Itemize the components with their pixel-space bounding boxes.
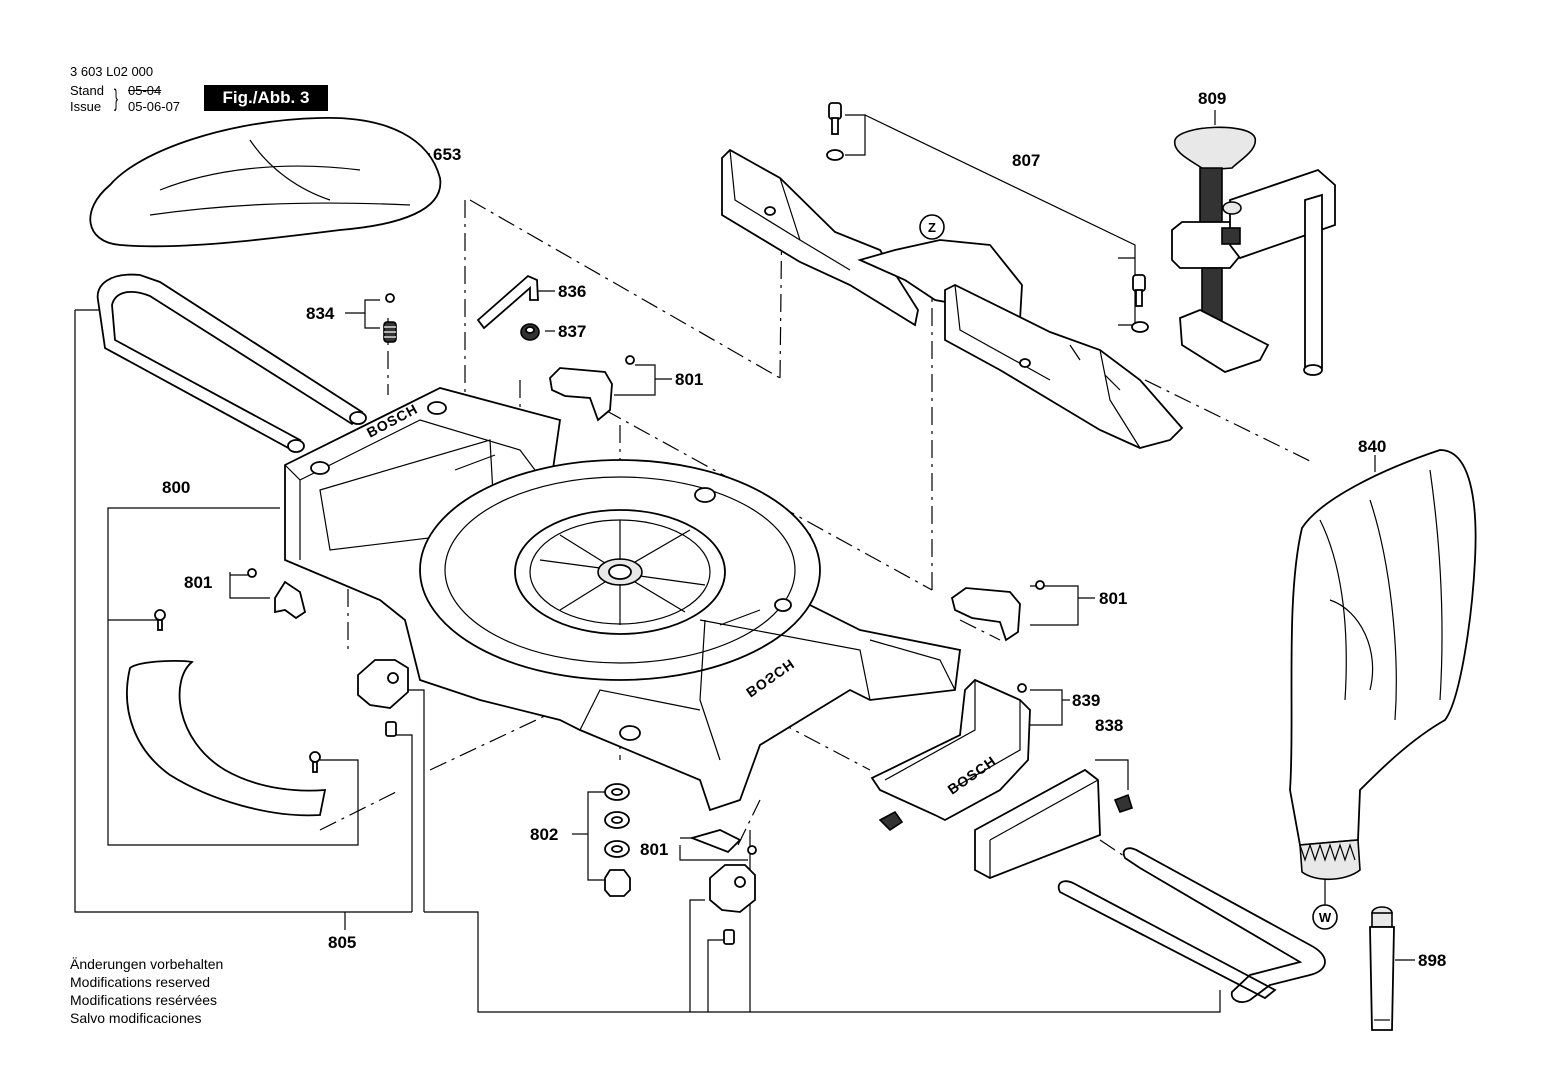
- document-number: 3 603 L02 000: [70, 64, 154, 79]
- part-840-dust-bag: [1289, 449, 1477, 881]
- note-en: Modifications reserved: [70, 974, 211, 990]
- part-800-guard-arc: [126, 609, 327, 817]
- part-653-cover: [89, 117, 442, 248]
- part-839-extension: [870, 678, 1031, 832]
- part-838-stop: [974, 768, 1133, 879]
- part-836-hex-key: [476, 274, 539, 330]
- label-839: 839: [1072, 691, 1100, 710]
- callout-z: Z: [919, 214, 945, 240]
- label-805: 805: [328, 933, 356, 952]
- label-840: 840: [1358, 437, 1386, 456]
- part-labels: 653 834 836 837 801 807 809 800 801 840 …: [162, 89, 1446, 970]
- part-801-clip-left: [247, 568, 307, 620]
- callout-w: W: [1312, 904, 1338, 930]
- part-801-clip-lower: [689, 829, 757, 855]
- part-802-washers-nut: [604, 783, 631, 897]
- label-898: 898: [1418, 951, 1446, 970]
- issue-label: Issue: [70, 99, 102, 114]
- note-fr: Modifications resérvées: [70, 992, 218, 1008]
- part-801-bracket-top: [549, 355, 635, 422]
- part-834-pin-spring: [383, 293, 397, 343]
- label-838: 838: [1095, 716, 1123, 735]
- label-801-right: 801: [1099, 589, 1127, 608]
- part-800-base: [284, 387, 961, 812]
- svg-text:W: W: [1319, 910, 1332, 925]
- part-801-bracket-right: [950, 580, 1045, 642]
- issue-value: 05-06-07: [128, 99, 181, 114]
- label-837: 837: [558, 322, 586, 341]
- label-801-top: 801: [675, 370, 703, 389]
- label-836: 836: [558, 282, 586, 301]
- modifications-notice: Änderungen vorbehalten Modifications res…: [70, 955, 223, 1027]
- note-de: Änderungen vorbehalten: [70, 956, 224, 972]
- label-802: 802: [530, 825, 558, 844]
- label-800: 800: [162, 478, 190, 497]
- stand-label: Stand: [70, 83, 104, 98]
- part-807-fence: [721, 102, 1184, 449]
- part-837-spring: [520, 323, 540, 341]
- label-801-left: 801: [184, 573, 212, 592]
- part-898-grease-tube: [1369, 906, 1395, 1031]
- note-es: Salvo modificaciones: [70, 1010, 202, 1026]
- part-809-clamp: [1171, 126, 1336, 376]
- mounting-blocks: [357, 659, 756, 945]
- label-653: 653: [433, 145, 461, 164]
- label-807: 807: [1012, 151, 1040, 170]
- label-834: 834: [306, 304, 335, 323]
- part-805-extension-bars: [1057, 847, 1326, 1003]
- header-brace: }: [114, 85, 119, 112]
- svg-text:Z: Z: [928, 220, 936, 235]
- part-805-handle-left: [96, 273, 364, 452]
- label-801-lower: 801: [640, 840, 668, 859]
- label-809: 809: [1198, 89, 1226, 108]
- stand-value: 05-04: [128, 83, 162, 98]
- figure-badge: Fig./Abb. 3: [204, 85, 328, 111]
